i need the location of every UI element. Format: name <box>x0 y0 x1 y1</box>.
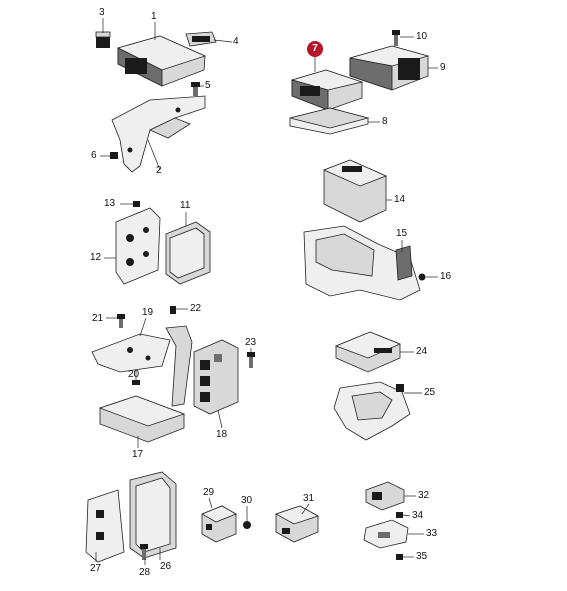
callout-34[interactable]: 34 <box>412 510 424 521</box>
callout-4[interactable]: 4 <box>233 36 239 47</box>
callout-11[interactable]: 11 <box>180 200 191 211</box>
callout-19[interactable]: 19 <box>142 307 154 318</box>
callout-6[interactable]: 6 <box>91 150 97 161</box>
callout-30[interactable]: 30 <box>241 495 253 506</box>
part-22-clip[interactable] <box>170 306 176 314</box>
part-3-connector-plug[interactable] <box>95 31 111 48</box>
part-18-relay-box[interactable] <box>193 339 239 415</box>
callout-7-highlighted[interactable]: 7 <box>307 41 323 57</box>
callout-23[interactable]: 23 <box>245 337 257 348</box>
part-30-nut[interactable] <box>243 521 251 529</box>
callout-9[interactable]: 9 <box>440 62 446 73</box>
part-23-screw[interactable] <box>247 352 255 368</box>
part-5-screw[interactable] <box>191 82 200 96</box>
callout-14[interactable]: 14 <box>394 194 406 205</box>
callout-3[interactable]: 3 <box>99 7 105 18</box>
part-32-relay[interactable] <box>365 481 405 511</box>
callout-18[interactable]: 18 <box>216 429 228 440</box>
part-35-nut[interactable] <box>396 554 403 560</box>
part-7-control-unit[interactable] <box>290 69 364 111</box>
part-17-control-unit[interactable] <box>98 395 186 443</box>
callout-35[interactable]: 35 <box>416 551 428 562</box>
part-33-bracket[interactable] <box>363 519 409 549</box>
callout-2[interactable]: 2 <box>156 165 162 176</box>
callout-29[interactable]: 29 <box>203 487 215 498</box>
callout-28[interactable]: 28 <box>139 567 151 578</box>
callout-21[interactable]: 21 <box>92 313 104 324</box>
part-13-screw[interactable] <box>133 201 140 207</box>
callout-25[interactable]: 25 <box>424 387 436 398</box>
part-1-control-unit[interactable] <box>116 35 207 87</box>
part-2-bracket[interactable] <box>111 95 206 173</box>
callout-24[interactable]: 24 <box>416 346 428 357</box>
callout-10[interactable]: 10 <box>416 31 428 42</box>
part-4-connector[interactable] <box>185 31 217 47</box>
part-21-screw[interactable] <box>117 314 125 328</box>
callout-27[interactable]: 27 <box>90 563 102 574</box>
part-12-mounting-bracket[interactable] <box>115 207 161 285</box>
leader-lines <box>95 18 438 565</box>
part-16-nut[interactable] <box>418 273 426 281</box>
callout-20[interactable]: 20 <box>128 369 140 380</box>
part-9-control-unit[interactable] <box>349 45 430 91</box>
part-28-screw[interactable] <box>140 544 148 560</box>
callout-32[interactable]: 32 <box>418 490 430 501</box>
part-6-nut[interactable] <box>110 152 118 159</box>
part-31-control-unit[interactable] <box>275 505 319 543</box>
callout-33[interactable]: 33 <box>426 528 438 539</box>
callout-15[interactable]: 15 <box>396 228 408 239</box>
callout-22[interactable]: 22 <box>190 303 202 314</box>
part-29-relay[interactable] <box>201 505 237 543</box>
part-19-bracket[interactable] <box>91 333 171 373</box>
callout-31[interactable]: 31 <box>303 493 315 504</box>
part-25-mounting-bracket[interactable] <box>333 381 411 441</box>
callout-5[interactable]: 5 <box>205 80 211 91</box>
callout-13[interactable]: 13 <box>104 198 116 209</box>
callout-8[interactable]: 8 <box>382 116 388 127</box>
callout-12[interactable]: 12 <box>90 252 102 263</box>
callout-26[interactable]: 26 <box>160 561 172 572</box>
part-10-screw[interactable] <box>392 30 400 46</box>
part-11-control-unit[interactable] <box>165 221 211 285</box>
part-8-housing-cover[interactable] <box>289 107 370 135</box>
part-20-bolt[interactable] <box>132 380 140 385</box>
part-34-screw[interactable] <box>396 512 403 518</box>
callout-17[interactable]: 17 <box>132 449 144 460</box>
part-bracket-strip <box>165 325 193 407</box>
part-27-bracket[interactable] <box>85 489 125 563</box>
callout-1[interactable]: 1 <box>151 11 157 22</box>
part-24-control-unit[interactable] <box>334 331 402 373</box>
part-26-control-unit[interactable] <box>129 471 177 559</box>
part-14-control-unit[interactable] <box>322 159 388 223</box>
callout-16[interactable]: 16 <box>440 271 452 282</box>
part-15-carrier-bracket[interactable] <box>303 225 421 301</box>
